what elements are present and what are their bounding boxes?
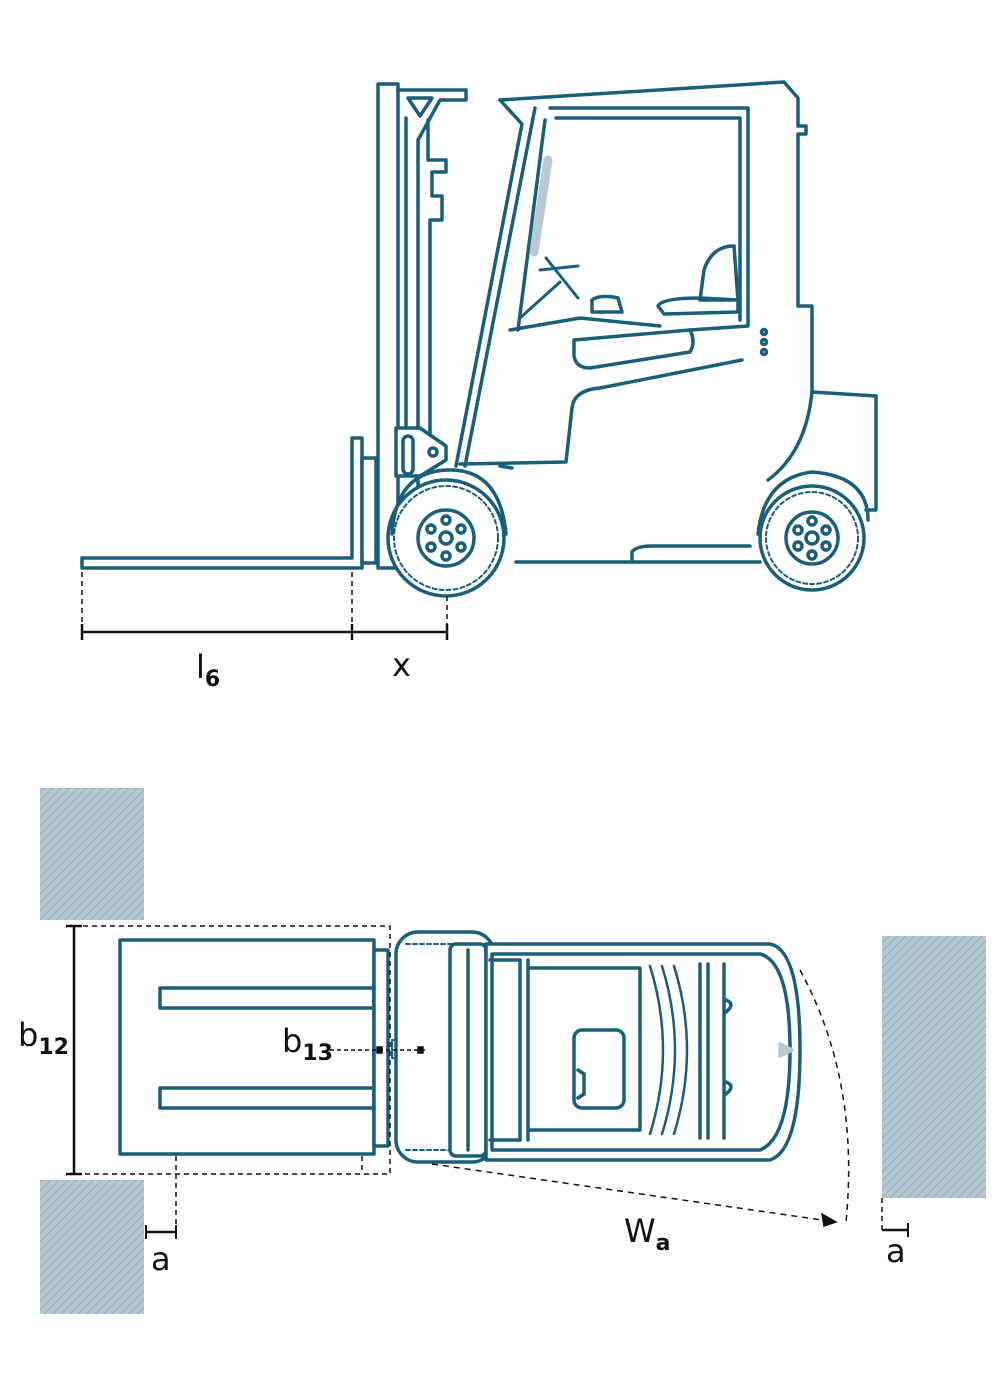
fork-side [80, 436, 364, 570]
forklift-top-view [118, 930, 802, 1164]
mast [376, 82, 468, 570]
forklift-side-view [80, 80, 878, 598]
driver-seat [656, 244, 740, 316]
cabin [454, 80, 878, 564]
b13-label: b13 [282, 1022, 333, 1066]
chassis-top [484, 942, 802, 1162]
front-wheel [386, 478, 506, 598]
glass-highlight [529, 155, 553, 257]
rear-wheel [758, 484, 866, 592]
pallet-load [118, 938, 376, 1156]
obstacle-top-left [40, 788, 144, 920]
obstacle-bottom-left [40, 1180, 144, 1314]
obstacle-right [882, 936, 986, 1198]
tilt-bracket [394, 426, 448, 478]
a-left-label: a [151, 1240, 171, 1278]
seat-top [572, 1028, 626, 1110]
wa-label: Wa [624, 1212, 671, 1256]
side-dimensions [80, 572, 449, 640]
b12-label: b12 [18, 1016, 69, 1060]
steering-wheel [518, 256, 580, 320]
a-right-label: a [886, 1232, 906, 1270]
l6-label: l6 [196, 648, 220, 692]
x-label: x [392, 646, 411, 684]
fork-carriage [360, 456, 378, 565]
top-dimensions [66, 924, 909, 1239]
